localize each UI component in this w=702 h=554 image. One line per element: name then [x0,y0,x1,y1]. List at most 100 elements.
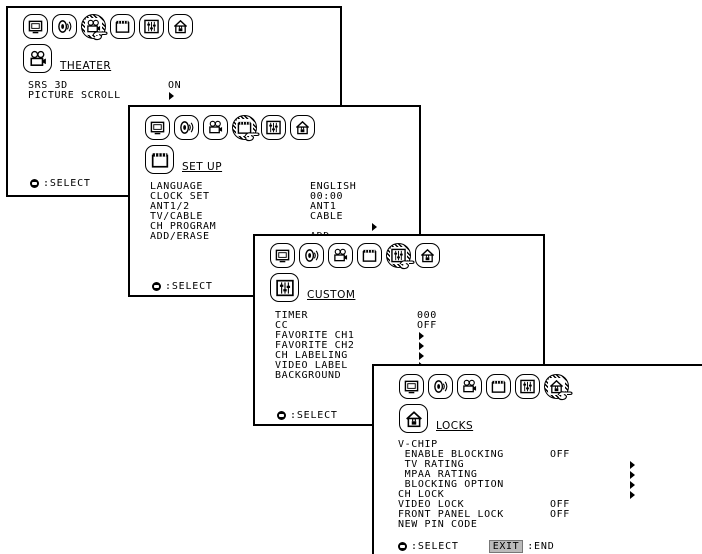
menu-item[interactable]: CLOCK SET 00:00 [150,192,410,202]
submenu-arrow-icon [630,491,635,499]
locks-icon[interactable] [415,243,440,268]
menu-item-label: SRS 3D [28,80,68,91]
submenu-arrow-icon [630,471,635,479]
menu-item[interactable]: VIDEO LOCK OFF [398,500,698,510]
menu-item-value: OFF [417,320,437,331]
submenu-arrow-icon [630,481,635,489]
menu-item-label: FAVORITE CH1 [275,330,355,341]
menu-item-label: NEW PIN CODE [398,519,478,530]
page-title: LOCKS [436,419,474,432]
picture-icon[interactable] [23,14,48,39]
menu-item-label: CH LOCK [398,489,445,500]
menu-item-label: TV/CABLE [150,211,203,222]
menu-item[interactable]: PICTURE SCROLL [28,91,278,101]
page-title: SET UP [182,160,223,173]
picture-icon[interactable] [270,243,295,268]
menu-icon-bar [399,374,569,399]
menu-item-value: CABLE [310,211,344,222]
menu-item-label: MPAA RATING [398,469,478,480]
footer-select-hint: :SELECT [30,178,91,189]
theater-icon[interactable] [81,14,106,39]
menu-item[interactable]: CH LOCK [398,490,698,500]
select-button-icon [30,179,39,188]
footer-select-hint: :SELECT [277,410,338,421]
submenu-arrow-icon [630,461,635,469]
submenu-arrow-icon [372,223,377,231]
footer-text: :SELECT [411,541,459,552]
setup-icon[interactable] [357,243,382,268]
locks-icon[interactable] [290,115,315,140]
menu-item-label: CLOCK SET [150,191,210,202]
menu-item-value: 000 [417,310,437,321]
menu-item-value: ANT1 [310,201,337,212]
menu-item[interactable]: TV/CABLE CABLE [150,212,410,222]
menu-item-label: BLOCKING OPTION [398,479,504,490]
custom-icon[interactable] [515,374,540,399]
menu-item-value: 00:00 [310,191,344,202]
exit-button[interactable]: EXIT [488,540,524,553]
theater-icon[interactable] [203,115,228,140]
locks-icon [399,404,428,433]
menu-item[interactable]: V-CHIP [398,440,698,450]
menu-item-label: BACKGROUND [275,370,342,381]
setup-icon[interactable] [110,14,135,39]
page-title: THEATER [60,59,112,72]
submenu-arrow-icon [169,92,174,100]
select-button-icon [398,542,407,551]
menu-icon-bar [23,14,193,39]
setup-icon [145,145,174,174]
menu-item-value: OFF [550,499,570,510]
theater-icon [23,44,52,73]
menu-item-value: OFF [550,509,570,520]
submenu-arrow-icon [419,352,424,360]
menu-item[interactable]: CH LABELING [275,351,535,361]
menu-item-label: TV RATING [398,459,465,470]
menu-item[interactable]: FAVORITE CH1 [275,331,535,341]
page-title: CUSTOM [307,288,356,301]
custom-icon[interactable] [139,14,164,39]
menu-item-label: ADD/ERASE [150,231,210,242]
exit-label: :END [527,541,555,552]
submenu-arrow-icon [419,342,424,350]
menu-item[interactable]: FRONT PANEL LOCK OFF [398,510,698,520]
menu-item[interactable]: TV RATING [398,460,698,470]
submenu-arrow-icon [419,332,424,340]
menu-item[interactable]: BLOCKING OPTION [398,480,698,490]
hand-cursor-icon [557,389,573,401]
setup-icon[interactable] [486,374,511,399]
picture-icon[interactable] [145,115,170,140]
menu-item[interactable]: CC OFF [275,321,535,331]
custom-icon [270,273,299,302]
menu-header: THEATER [23,44,111,73]
menu-item-label: FRONT PANEL LOCK [398,509,504,520]
menu-item[interactable]: FAVORITE CH2 [275,341,535,351]
menu-item[interactable]: CH PROGRAM [150,222,410,232]
theater-icon[interactable] [457,374,482,399]
custom-icon[interactable] [261,115,286,140]
menu-item-label: VIDEO LOCK [398,499,465,510]
menu-item-label: CC [275,320,289,331]
audio-icon[interactable] [52,14,77,39]
footer-text: :SELECT [290,410,338,421]
menu-item[interactable]: MPAA RATING [398,470,698,480]
menu-item-label: PICTURE SCROLL [28,90,121,101]
select-button-icon [277,411,286,420]
theater-icon[interactable] [328,243,353,268]
audio-icon[interactable] [428,374,453,399]
picture-icon[interactable] [399,374,424,399]
audio-icon[interactable] [299,243,324,268]
audio-icon[interactable] [174,115,199,140]
menu-item[interactable]: NEW PIN CODE [398,520,698,530]
footer-text: :SELECT [165,281,213,292]
menu-item-value: OFF [550,449,570,460]
locks-icon[interactable] [168,14,193,39]
